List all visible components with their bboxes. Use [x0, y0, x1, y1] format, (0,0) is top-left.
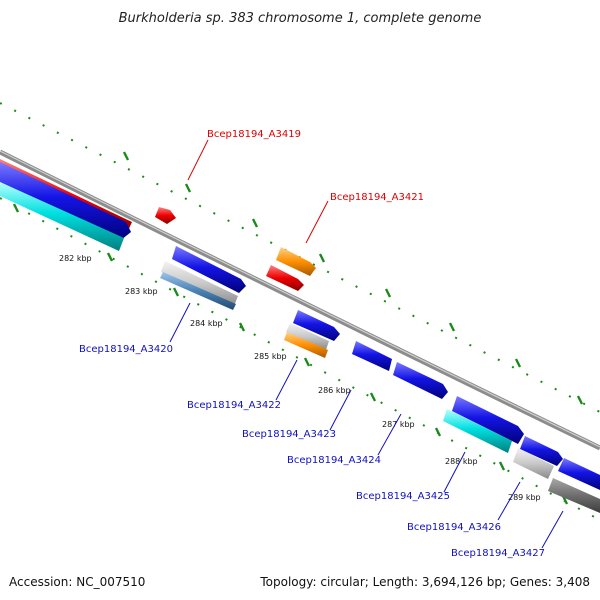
gene-label-a3419: Bcep18194_A3419: [207, 129, 301, 140]
gene-arrow: [266, 265, 304, 291]
tick-label: 284 kbp: [190, 319, 223, 328]
tick-label: 287 kbp: [382, 420, 415, 429]
outer-strand-features: [0, 159, 316, 291]
gene-label-a3422: Bcep18194_A3422: [187, 400, 281, 411]
gene-label-a3421: Bcep18194_A3421: [330, 192, 424, 203]
tick-label: 288 kbp: [445, 457, 478, 466]
gene-label-a3427: Bcep18194_A3427: [451, 548, 545, 559]
tick-labels: 282 kbp 283 kbp 284 kbp 285 kbp 286 kbp …: [59, 254, 541, 502]
tick-label: 285 kbp: [254, 352, 287, 361]
gene-arrow: [286, 323, 329, 350]
chromosome-backbone: [0, 149, 600, 451]
gene-arrow: [352, 341, 392, 371]
topology-text: Topology: circular; Length: 3,694,126 bp…: [259, 575, 590, 589]
inner-tick-ring: [0, 197, 600, 521]
gene-arrow: [0, 182, 124, 251]
gene-arrow: [548, 478, 600, 513]
gene-arrow: [443, 409, 512, 453]
gene-arrow: [558, 458, 600, 490]
gene-arrow: [161, 261, 238, 306]
gene-arrow: [293, 310, 340, 341]
gene-arrow: [160, 272, 236, 310]
gene-arrow: [393, 362, 448, 399]
tick-label: 286 kbp: [318, 386, 351, 395]
gene-arrow: [0, 162, 131, 240]
gene-arrow: [452, 396, 524, 444]
tick-label: 283 kbp: [125, 287, 158, 296]
gene-label-a3425: Bcep18194_A3425: [356, 491, 450, 502]
gene-labels: Bcep18194_A3419 Bcep18194_A3421 Bcep1819…: [79, 129, 545, 559]
gene-arrow: [276, 247, 316, 276]
gene-arrow: [155, 207, 176, 224]
gene-arrow: [284, 332, 328, 358]
map-title: Burkholderia sp. 383 chromosome 1, compl…: [119, 11, 482, 26]
gene-label-a3424: Bcep18194_A3424: [287, 455, 381, 466]
gene-arrow: [520, 436, 563, 466]
major-ticks: [12, 151, 584, 505]
inner-strand-features: [0, 162, 600, 513]
accession-text: Accession: NC_007510: [9, 575, 145, 589]
gene-label-a3426: Bcep18194_A3426: [407, 522, 501, 533]
tick-label: 289 kbp: [508, 493, 541, 502]
gene-arrow: [172, 246, 246, 293]
tick-label: 282 kbp: [59, 254, 92, 263]
label-leader-lines: [169, 139, 564, 549]
gene-arrow: [513, 448, 554, 479]
gene-label-a3423: Bcep18194_A3423: [242, 429, 336, 440]
gene-label-a3420: Bcep18194_A3420: [79, 344, 173, 355]
